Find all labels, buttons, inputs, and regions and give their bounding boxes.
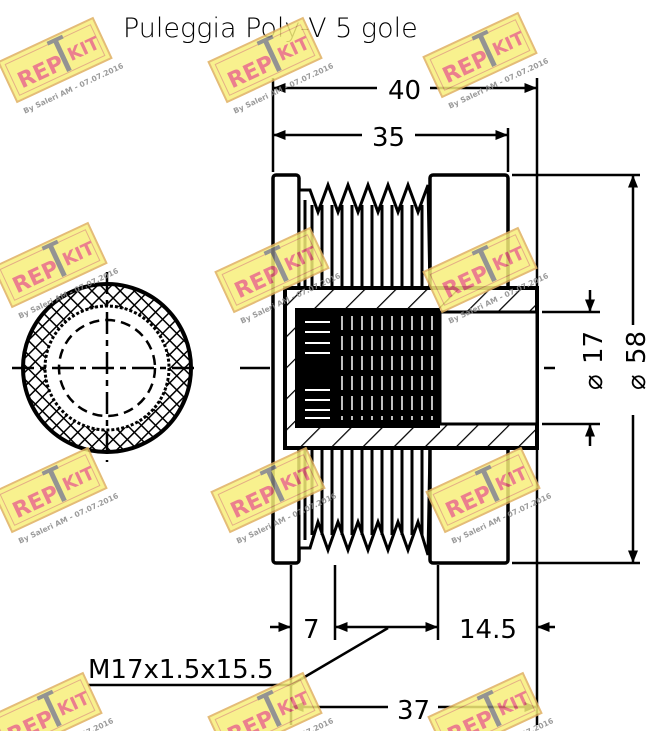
dim-outer-diameter: 58 xyxy=(622,331,652,364)
dim-inner-diameter-symbol: ⌀ xyxy=(579,374,609,390)
dim-total-length: 37 xyxy=(397,696,430,726)
dim-thread-depth: 7 xyxy=(303,615,320,645)
dim-inner-diameter: 17 xyxy=(579,331,609,364)
end-view xyxy=(12,272,200,462)
dim-body-length: 35 xyxy=(372,123,405,153)
thread-spec-label: M17x1.5x15.5 xyxy=(88,655,274,685)
dim-outer-diameter-symbol: ⌀ xyxy=(622,374,652,390)
dim-overall-length: 40 xyxy=(388,76,421,106)
dim-bore-length: 14.5 xyxy=(459,615,517,645)
